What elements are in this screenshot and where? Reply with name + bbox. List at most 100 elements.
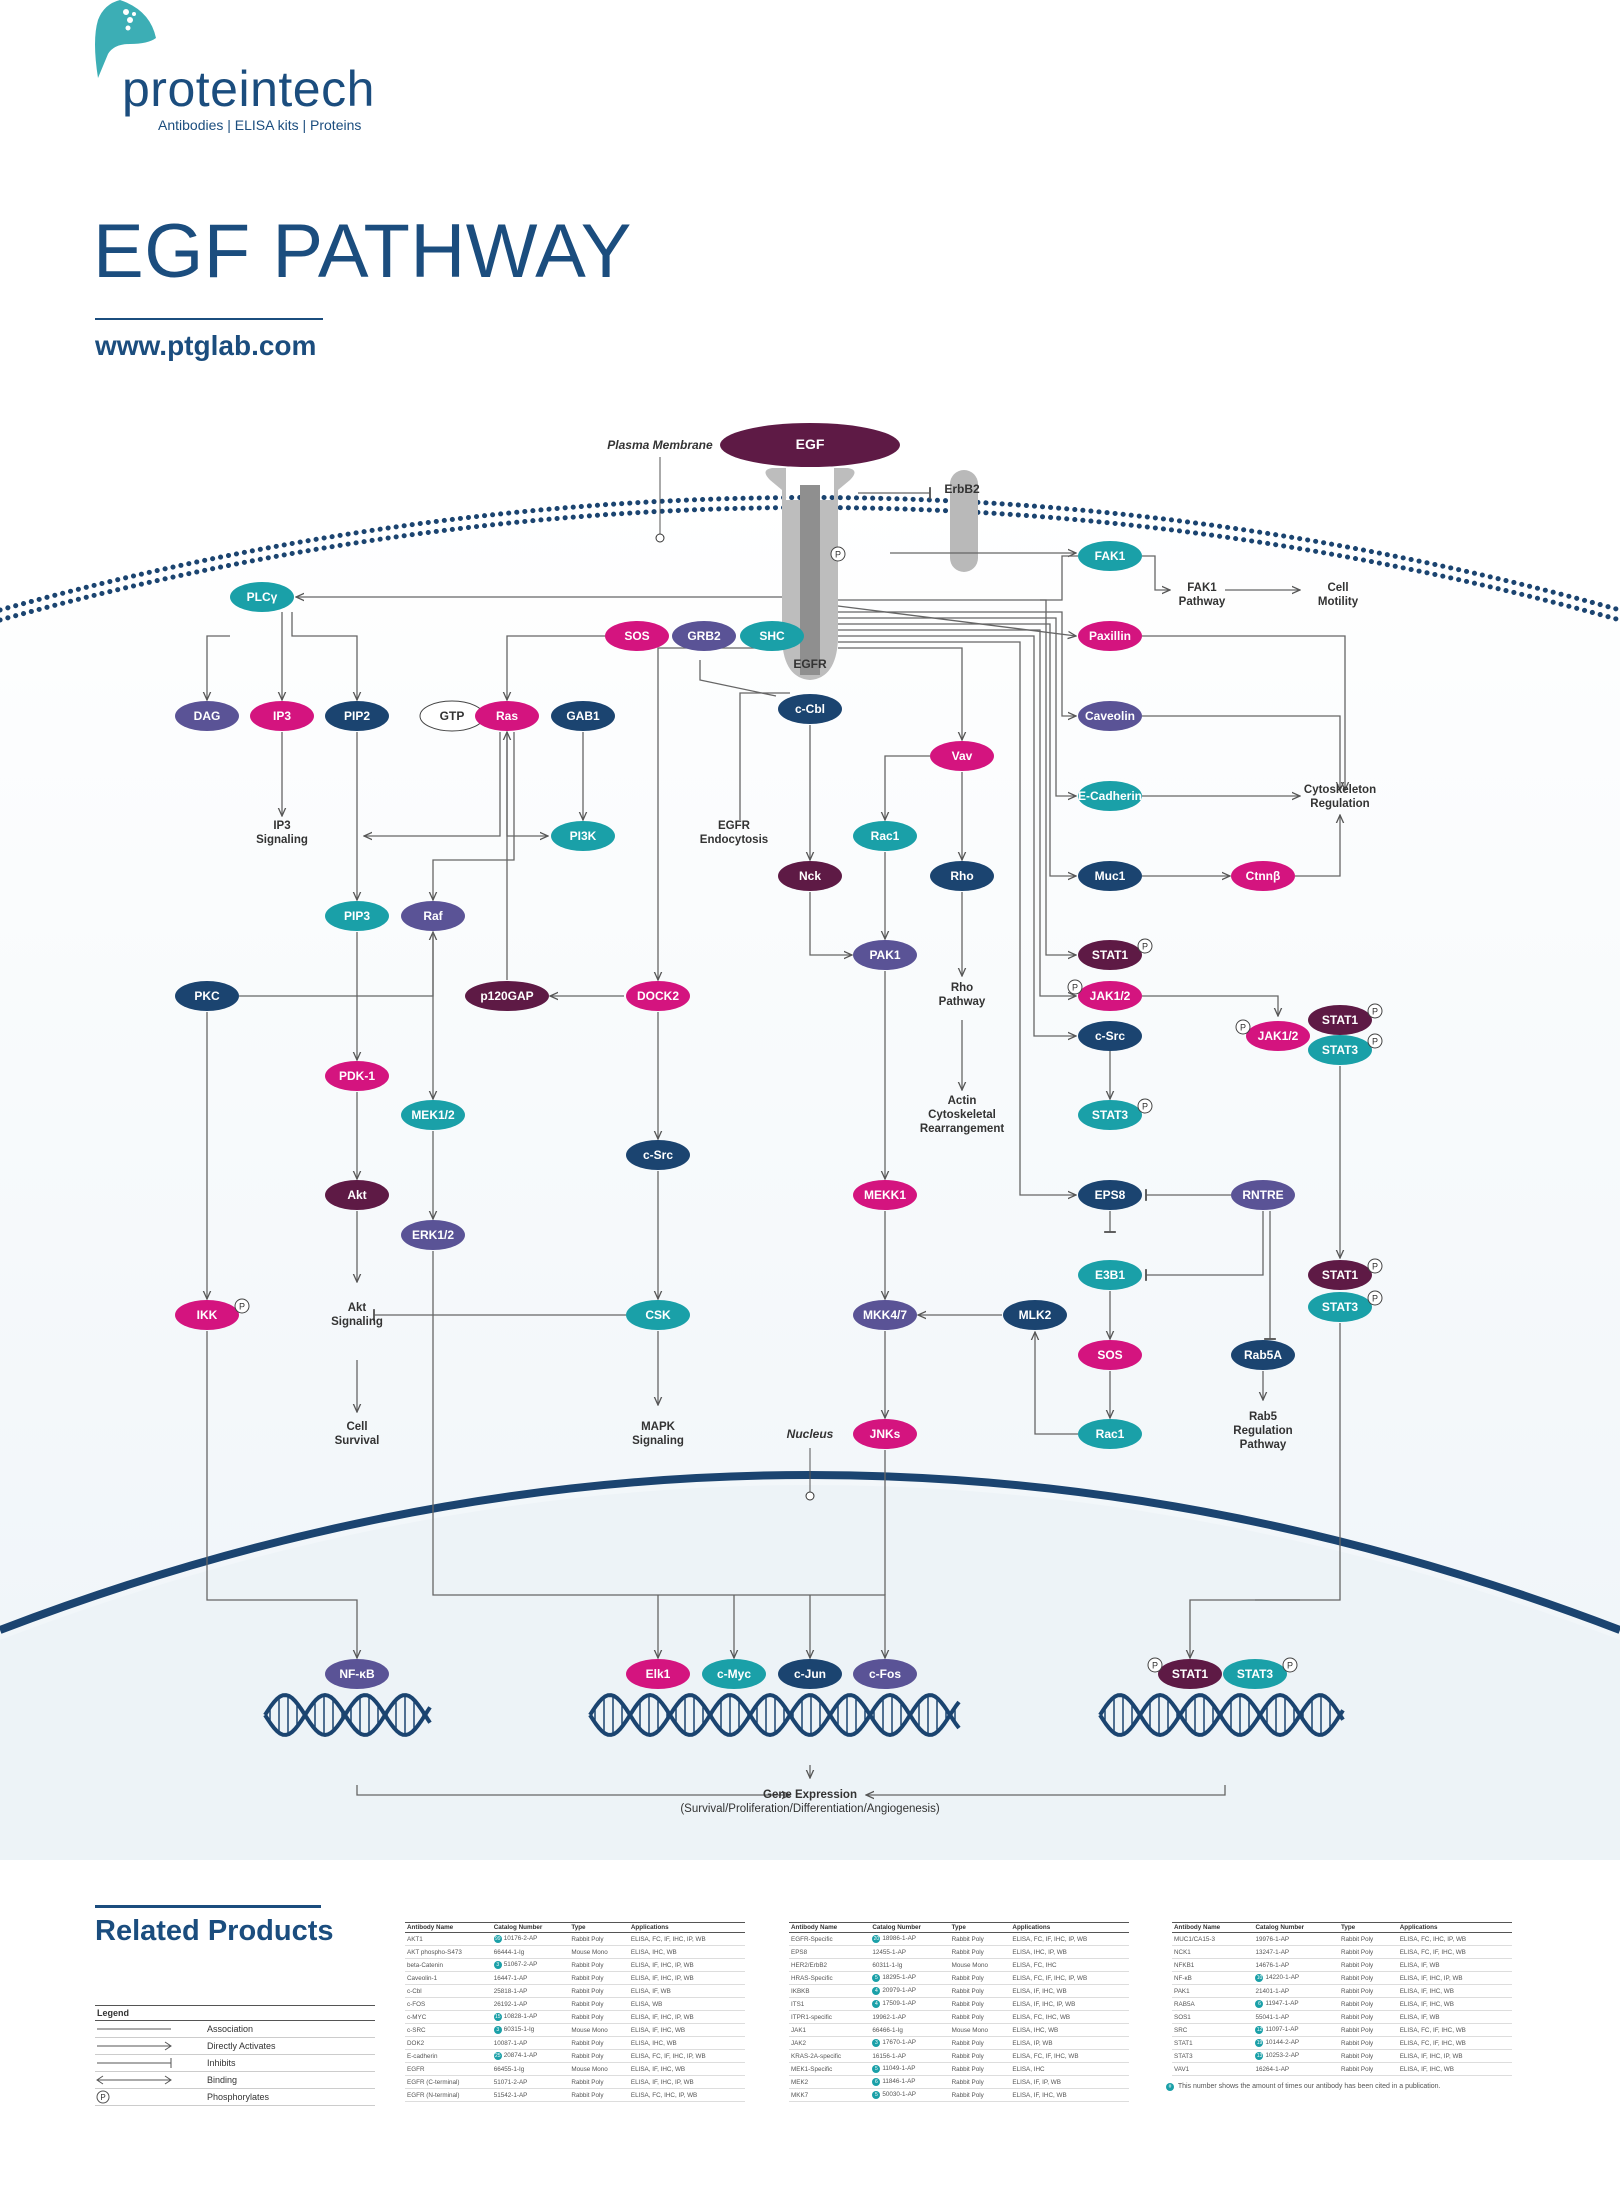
node-akt[interactable]: Akt [325,1180,389,1210]
node-jnks[interactable]: JNKs [853,1419,917,1449]
node-jak12a[interactable]: JAK1/2P [1067,979,1142,1011]
node-mkk47[interactable]: MKK4/7 [853,1300,917,1330]
node-csk[interactable]: CSK [626,1300,690,1330]
node-rho[interactable]: Rho [930,861,994,891]
node-egfr[interactable]: EGFR [793,657,827,671]
node-nck[interactable]: Nck [778,861,842,891]
node-ccbl[interactable]: c-Cbl [778,694,842,724]
node-egf[interactable]: EGF [720,423,900,467]
node-p120gap[interactable]: p120GAP [465,981,549,1011]
node-pip2[interactable]: PIP2 [325,701,389,731]
node-pip3[interactable]: PIP3 [325,901,389,931]
node-ctnnb[interactable]: Ctnnβ [1231,861,1295,891]
node-mekk1[interactable]: MEKK1 [853,1180,917,1210]
node-csrcb[interactable]: c-Src [626,1140,690,1170]
node-ip3[interactable]: IP3 [250,701,314,731]
node-shc[interactable]: SHC [740,621,804,651]
node-gab1[interactable]: GAB1 [551,701,615,731]
node-pdk1[interactable]: PDK-1 [325,1061,389,1091]
node-csrca[interactable]: c-Src [1078,1021,1142,1051]
node-rntre[interactable]: RNTRE [1231,1180,1295,1210]
node-e3b1[interactable]: E3B1 [1078,1260,1142,1290]
node-muc1[interactable]: Muc1 [1078,861,1142,891]
node-mlk2[interactable]: MLK2 [1003,1300,1067,1330]
node-erbb2[interactable]: ErbB2 [944,482,980,496]
node-pak1[interactable]: PAK1 [853,940,917,970]
node-pkc[interactable]: PKC [175,981,239,1011]
node-dag[interactable]: DAG [175,701,239,731]
site-url-link[interactable]: www.ptglab.com [95,330,317,361]
erbb2-receptor[interactable] [950,470,978,572]
node-cmyc[interactable]: c-Myc [702,1659,766,1689]
node-dock2[interactable]: DOCK2 [626,981,690,1011]
node-rac1a[interactable]: Rac1 [853,821,917,851]
node-grb2[interactable]: GRB2 [672,621,736,651]
node-ecadherin[interactable]: E-Cadherin [1078,781,1142,811]
node-cjun[interactable]: c-Jun [778,1659,842,1689]
node-rac1b[interactable]: Rac1 [1078,1419,1142,1449]
node-nfkb[interactable]: NF-κB [325,1659,389,1689]
node-cfos[interactable]: c-Fos [853,1659,917,1689]
node-elk1[interactable]: Elk1 [626,1659,690,1689]
node-plcg[interactable]: PLCγ [230,582,294,612]
node-vav[interactable]: Vav [930,741,994,771]
node-sos[interactable]: SOS [605,621,669,651]
node-eps8[interactable]: EPS8 [1078,1180,1142,1210]
node-ras[interactable]: Ras [475,701,539,731]
node-sos2[interactable]: SOS [1078,1340,1142,1370]
node-paxillin[interactable]: Paxillin [1078,621,1142,651]
node-caveolin[interactable]: Caveolin [1078,701,1142,731]
node-fak1[interactable]: FAK1 [1078,541,1142,571]
node-rab5a[interactable]: Rab5A [1231,1340,1295,1370]
node-jak12b[interactable]: JAK1/2P [1235,1019,1310,1051]
node-gtp[interactable]: GTP [419,700,485,732]
node-pi3k[interactable]: PI3K [551,821,615,851]
node-raf[interactable]: Raf [401,901,465,931]
